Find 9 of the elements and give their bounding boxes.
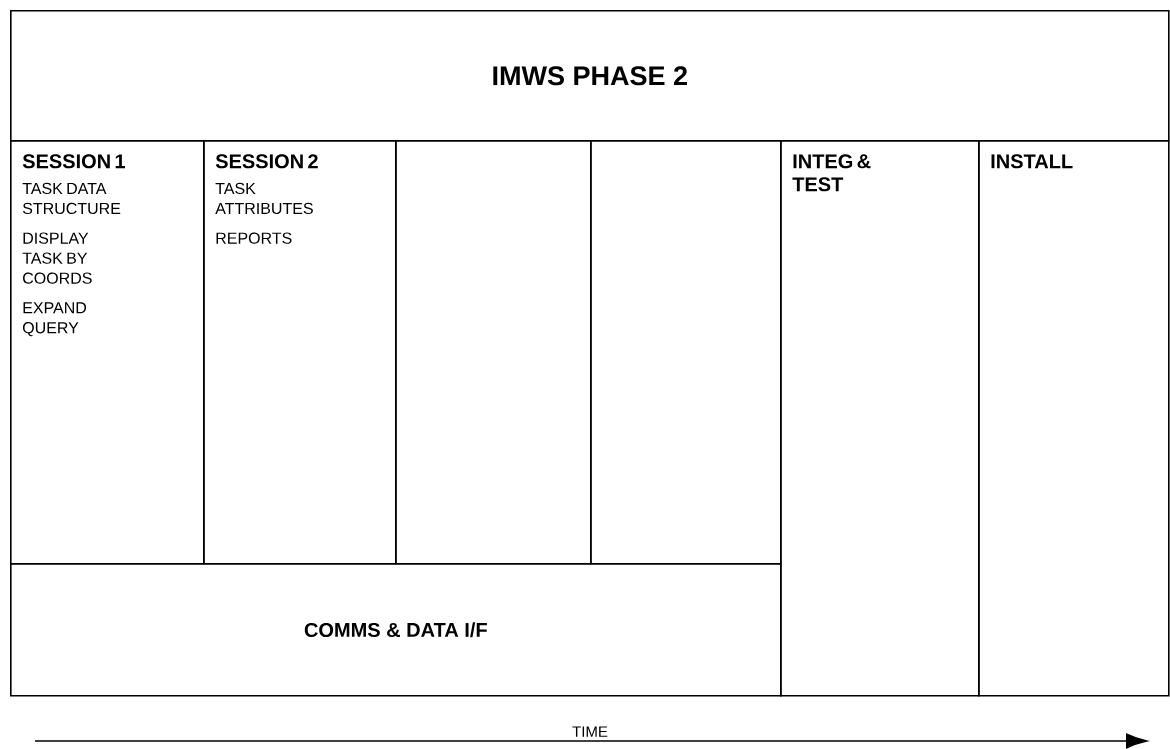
phase-box: INSTALL <box>978 140 1170 697</box>
empty-box <box>590 140 782 565</box>
title-box: IMWS PHASE 2 <box>10 10 1170 142</box>
axis-label: TIME <box>571 725 609 738</box>
phase-box: COMMS & DATA I/F <box>10 563 782 697</box>
phase-box: INTEG & TEST <box>780 140 980 697</box>
empty-box <box>395 140 592 565</box>
phase-box: SESSION 1 TASK DATA STRUCTURE DISPLAY TASK BY COORDS EXPAND QUERY <box>10 140 205 565</box>
phase-box: SESSION 2 TASK ATTRIBUTES REPORTS <box>203 140 397 565</box>
